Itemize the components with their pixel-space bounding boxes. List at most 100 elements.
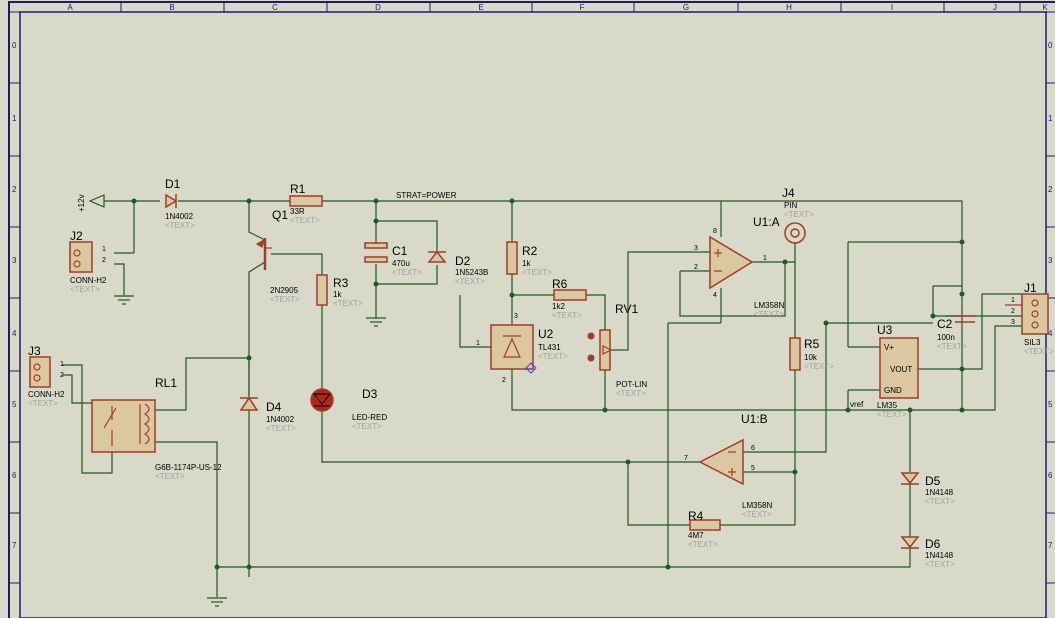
column-label: I bbox=[891, 3, 893, 12]
c1-ref-label: C1 bbox=[392, 244, 408, 258]
svg-text:1: 1 bbox=[763, 255, 767, 262]
row-label-right: 6 bbox=[1048, 471, 1053, 480]
row-label-left: 0 bbox=[12, 41, 17, 50]
d1-value-label: 1N4002 bbox=[165, 212, 194, 221]
ground-symbols bbox=[114, 295, 386, 607]
svg-text:3: 3 bbox=[514, 313, 518, 320]
j4-text-placeholder: <TEXT> bbox=[784, 210, 814, 219]
rv1-terminals bbox=[587, 332, 595, 362]
d4-text-placeholder: <TEXT> bbox=[266, 424, 296, 433]
j3-symbol bbox=[29, 356, 51, 388]
rv1-ref-label: RV1 bbox=[615, 302, 638, 316]
j1-text-placeholder: <TEXT> bbox=[1024, 347, 1054, 356]
column-label: H bbox=[786, 3, 792, 12]
component-bodies bbox=[29, 193, 1049, 549]
d2-ref-label: D2 bbox=[455, 254, 471, 268]
r3-ref-label: R3 bbox=[333, 276, 349, 290]
rv1-symbol bbox=[599, 329, 611, 371]
j1-symbol bbox=[1021, 293, 1049, 335]
d6-ref-label: D6 bbox=[925, 537, 941, 551]
d3-text-placeholder: <TEXT> bbox=[352, 422, 382, 431]
junctions bbox=[131, 198, 965, 570]
r5-value-label: 10k bbox=[804, 353, 818, 362]
r6-value-label: 1k2 bbox=[552, 302, 565, 311]
u3-ref-label: U3 bbox=[877, 323, 893, 337]
d4-ref-label: D4 bbox=[266, 400, 282, 414]
c1-plate-top bbox=[364, 242, 388, 249]
r1-symbol bbox=[289, 195, 323, 207]
r5-ref-label: R5 bbox=[804, 337, 820, 351]
row-label-left: 4 bbox=[12, 329, 17, 338]
column-label: K bbox=[1042, 3, 1048, 12]
r2-symbol bbox=[506, 241, 518, 275]
u3-pin-vout: VOUT bbox=[890, 365, 912, 374]
svg-text:2: 2 bbox=[1011, 308, 1015, 315]
r3-text-placeholder: <TEXT> bbox=[333, 299, 363, 308]
u3-value-label: LM35 bbox=[877, 401, 898, 410]
d6-value-label: 1N4148 bbox=[925, 551, 954, 560]
u2-text-placeholder: <TEXT> bbox=[538, 352, 568, 361]
u1b-value-label: LM358N bbox=[742, 501, 772, 510]
j2-text-placeholder: <TEXT> bbox=[70, 285, 100, 294]
u1a-value-label: LM358N bbox=[754, 301, 784, 310]
row-label-right: 1 bbox=[1048, 114, 1053, 123]
wires bbox=[62, 200, 1022, 597]
d1-symbol bbox=[165, 193, 178, 209]
svg-text:2: 2 bbox=[102, 257, 106, 264]
u1b-ref-label: U1:B bbox=[741, 412, 768, 426]
d5-ref-label: D5 bbox=[925, 474, 941, 488]
d4-symbol bbox=[239, 396, 259, 411]
svg-text:1: 1 bbox=[102, 246, 106, 253]
r1-value-label: 33R bbox=[290, 207, 305, 216]
j2-value-label: CONN-H2 bbox=[70, 276, 107, 285]
d6-symbol bbox=[900, 536, 920, 549]
row-label-left: 5 bbox=[12, 400, 17, 409]
u2-symbol bbox=[490, 324, 534, 370]
d2-symbol bbox=[427, 250, 447, 263]
svg-text:6: 6 bbox=[751, 445, 755, 452]
d5-value-label: 1N4148 bbox=[925, 488, 954, 497]
u1b-text-placeholder: <TEXT> bbox=[742, 510, 772, 519]
row-label-right: 3 bbox=[1048, 256, 1053, 265]
svg-text:1: 1 bbox=[1011, 297, 1015, 304]
row-label-left: 2 bbox=[12, 185, 17, 194]
u3-pin-gnd: GND bbox=[884, 386, 902, 395]
rl1-symbol bbox=[91, 399, 156, 453]
svg-text:7: 7 bbox=[684, 455, 688, 462]
row-label-left: 3 bbox=[12, 256, 17, 265]
rl1-ref-label: RL1 bbox=[155, 376, 177, 390]
u1a-symbol bbox=[709, 235, 754, 290]
d1-text-placeholder: <TEXT> bbox=[165, 221, 195, 230]
r1-text-placeholder: <TEXT> bbox=[290, 216, 320, 225]
c1-value-label: 470u bbox=[392, 259, 410, 268]
symbol-details bbox=[103, 238, 1022, 446]
j3-ref-label: J3 bbox=[28, 344, 41, 358]
d5-text-placeholder: <TEXT> bbox=[925, 497, 955, 506]
u1a-ref-label: U1:A bbox=[753, 215, 780, 229]
d3-led-mark bbox=[312, 393, 332, 407]
j2-symbol bbox=[69, 241, 93, 273]
row-label-right: 5 bbox=[1048, 400, 1053, 409]
svg-text:2: 2 bbox=[502, 377, 506, 384]
d3-ref-label: D3 bbox=[362, 387, 378, 401]
c1-plate-bottom bbox=[364, 256, 388, 263]
r2-value-label: 1k bbox=[522, 259, 531, 268]
j4-ring bbox=[784, 222, 806, 244]
j1-ref-label: J1 bbox=[1024, 281, 1037, 295]
svg-text:2: 2 bbox=[694, 264, 698, 271]
j3-text-placeholder: <TEXT> bbox=[28, 399, 58, 408]
column-label: J bbox=[993, 3, 997, 12]
d4-value-label: 1N4002 bbox=[266, 415, 295, 424]
u3-pin-vplus: V+ bbox=[884, 343, 894, 352]
row-label-right: 2 bbox=[1048, 185, 1053, 194]
r3-value-label: 1k bbox=[333, 290, 342, 299]
column-label: C bbox=[272, 3, 278, 12]
svg-text:3: 3 bbox=[1011, 319, 1015, 326]
svg-text:1: 1 bbox=[476, 340, 480, 347]
svg-text:2: 2 bbox=[60, 372, 64, 379]
j4-pin bbox=[790, 228, 800, 238]
r6-ref-label: R6 bbox=[552, 277, 568, 291]
column-label: F bbox=[580, 3, 585, 12]
